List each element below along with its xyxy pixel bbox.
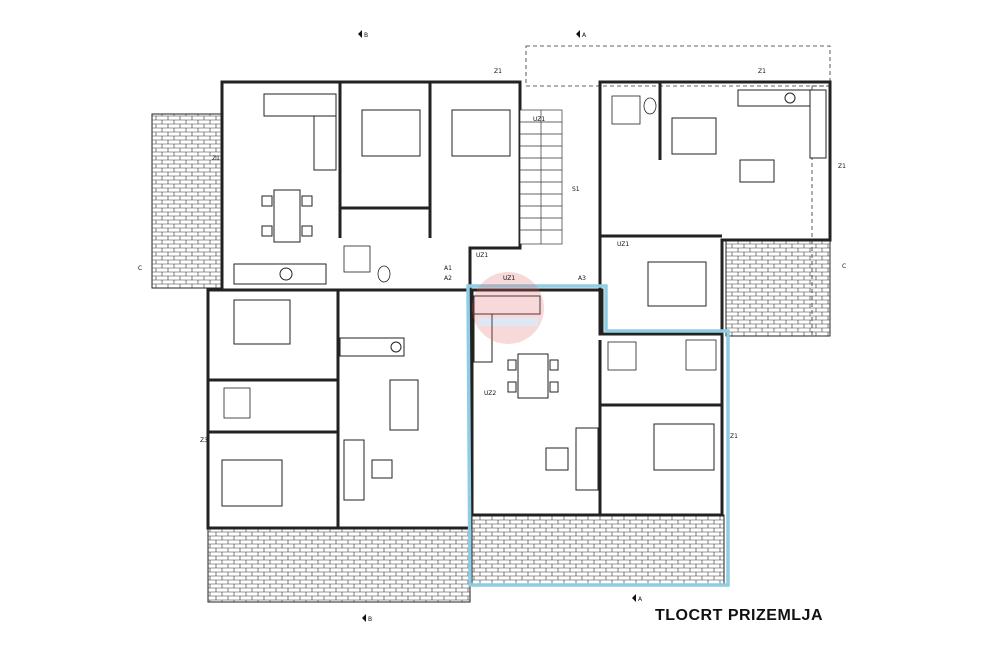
walls — [206, 80, 832, 530]
terrace-bottom-left — [207, 527, 471, 603]
plan-title: TLOCRT PRIZEMLJA — [655, 607, 823, 624]
section-label-b-bottom: B — [368, 616, 372, 623]
section-label-a-top: A — [582, 32, 587, 39]
label-uz1-unit: UZ1 — [503, 275, 515, 282]
section-label-c-left: C — [138, 265, 142, 272]
roof-outline-top — [525, 45, 831, 87]
section-marker-b-top: B — [358, 30, 368, 39]
label-s1: S1 — [572, 186, 580, 193]
label-z1-right: Z1 — [838, 163, 846, 170]
terrace-left — [151, 113, 223, 289]
label-a3: A3 — [578, 275, 586, 282]
section-marker-c-left: C — [138, 265, 142, 272]
highlight-unit-outline — [466, 284, 730, 587]
label-z3: Z3 — [200, 437, 208, 444]
section-marker-a-top: A — [576, 30, 587, 39]
label-uz1-right: UZ1 — [617, 241, 629, 248]
label-z1-top: Z1 — [494, 68, 502, 75]
watermark-logo — [472, 272, 544, 344]
section-marker-b-bottom: B — [362, 614, 372, 623]
label-z1-unit: Z1 — [730, 433, 738, 440]
section-label-c-right: C — [842, 263, 846, 270]
bathroom-fixtures — [223, 95, 717, 419]
label-uz1-mid: UZ1 — [476, 252, 488, 259]
terrace-right — [725, 239, 831, 337]
label-a2: A2 — [444, 275, 452, 282]
kitchen-counters — [233, 89, 827, 363]
section-label-b-top: B — [364, 32, 368, 39]
label-a1: A1 — [444, 265, 452, 272]
sofas-beds — [221, 93, 775, 507]
label-z1-topright: Z1 — [758, 68, 766, 75]
label-uz1-stair: UZ1 — [533, 116, 545, 123]
dining-tables — [261, 117, 717, 431]
section-marker-c-right: C — [842, 263, 846, 270]
terrace-bottom-right — [471, 514, 725, 586]
label-uz2: UZ2 — [484, 390, 496, 397]
section-marker-a-bottom: A — [632, 594, 643, 603]
section-label-a-bottom: A — [638, 596, 643, 603]
label-z1-left: Z1 — [212, 155, 220, 162]
stairs — [519, 109, 563, 245]
